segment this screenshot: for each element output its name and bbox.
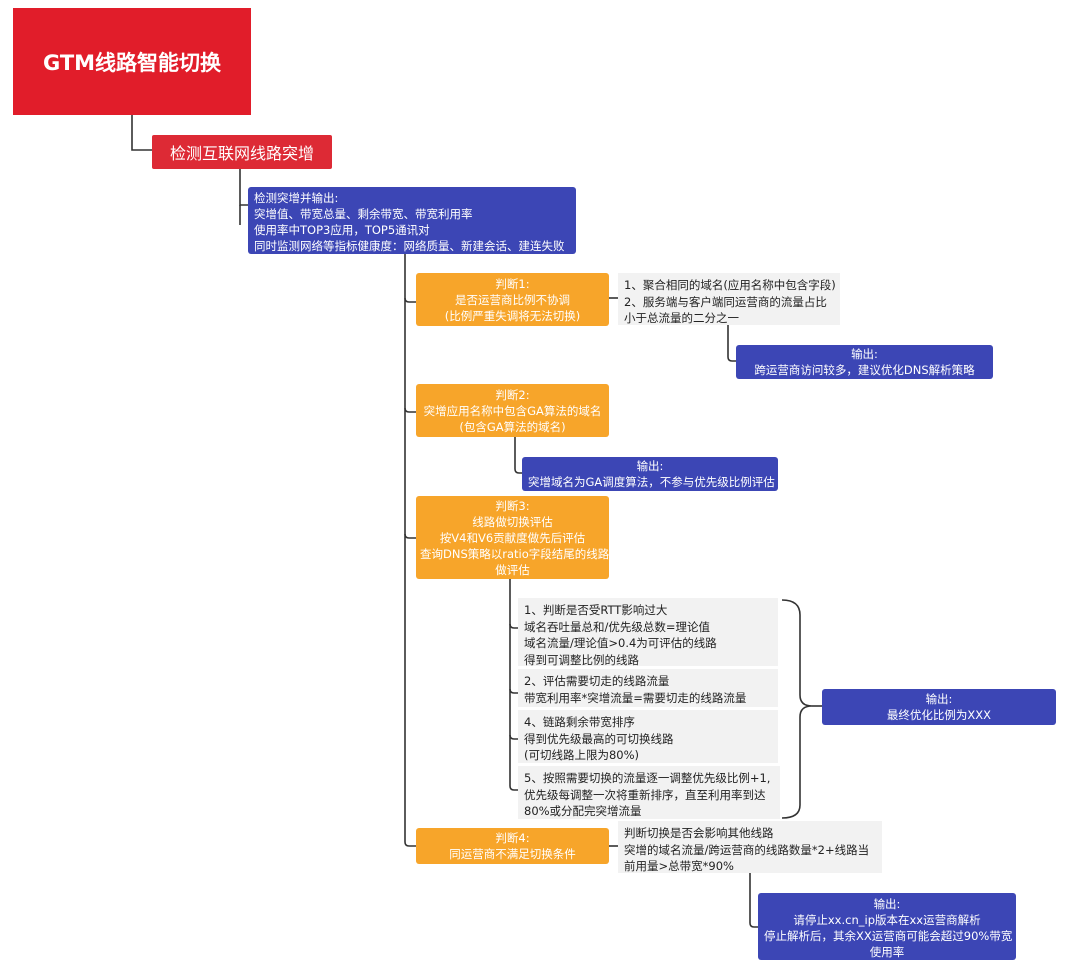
- judge3-output-line: 最终优化比例为XXX: [886, 708, 992, 722]
- judge3-step1-line: 域名吞吐量总和/优先级总数=理论值: [524, 619, 711, 634]
- branch-title: 检测互联网线路突增: [169, 144, 314, 163]
- judge2-output-line: 突增域名为GA调度算法，不参与优先级比例评估: [528, 475, 775, 489]
- judge2-line: (包含GA算法的域名): [459, 420, 566, 434]
- root-node[interactable]: GTM线路智能切换: [13, 8, 251, 115]
- judge1-note-line: 2、服务端与客户端同运营商的流量占比: [624, 294, 827, 309]
- judge1-note-line: 1、聚合相同的域名(应用名称中包含字段): [624, 278, 836, 292]
- judge1-node[interactable]: 判断1: 是否运营商比例不协调 (比例严重失调将无法切换): [416, 273, 609, 326]
- detect-line: 检测突增并输出:: [254, 191, 339, 205]
- connector-judge3-step3: [509, 689, 518, 740]
- connector-judge3-step2: [509, 624, 518, 694]
- judge2-node[interactable]: 判断2: 突增应用名称中包含GA算法的域名 (包含GA算法的域名): [416, 384, 609, 437]
- judge1-note[interactable]: 1、聚合相同的域名(应用名称中包含字段) 2、服务端与客户端同运营商的流量占比 …: [618, 273, 840, 325]
- judge4-node[interactable]: 判断4: 同运营商不满足切换条件: [416, 828, 609, 864]
- judge2-output-node[interactable]: 输出: 突增域名为GA调度算法，不参与优先级比例评估: [522, 457, 778, 491]
- judge3-step2-line: 带宽利用率*突增流量=需要切走的线路流量: [524, 690, 747, 705]
- judge1-note-line: 小于总流量的二分之一: [624, 311, 739, 325]
- connector-judge3-step1: [509, 579, 518, 629]
- judge3-line: 做评估: [495, 563, 530, 577]
- root-title: GTM线路智能切换: [42, 50, 222, 75]
- judge4-note-line: 突增的域名流量/跨运营商的线路数量*2+线路当: [624, 842, 870, 857]
- branch-node-detect-surge[interactable]: 检测互联网线路突增: [152, 135, 332, 169]
- judge2-output-line: 输出:: [636, 459, 664, 473]
- connector-root-branch: [131, 115, 152, 151]
- judge3-output-line: 输出:: [925, 692, 953, 706]
- judge4-output-node[interactable]: 输出: 请停止xx.cn_ip版本在xx运营商解析 停止解析后，其余XX运营商可…: [758, 893, 1016, 960]
- judge1-line: 判断1:: [495, 277, 530, 291]
- judge3-step3-line: 得到优先级最高的可切换线路: [524, 731, 674, 746]
- judge3-step-3[interactable]: 4、链路剩余带宽排序 得到优先级最高的可切换线路 (可切线路上限为80%): [518, 710, 778, 763]
- judge1-output-node[interactable]: 输出: 跨运营商访问较多，建议优化DNS解析策略: [736, 345, 993, 379]
- judge1-line: (比例严重失调将无法切换): [444, 309, 581, 323]
- judge3-line: 线路做切换评估: [472, 515, 553, 529]
- judge3-step1-line: 域名流量/理论值>0.4为可评估的线路: [524, 636, 717, 650]
- judge4-line: 同运营商不满足切换条件: [449, 847, 576, 861]
- judge3-line: 查询DNS策略以ratio字段结尾的线路: [420, 547, 610, 561]
- judge4-output-line: 输出:: [873, 897, 901, 911]
- connector-judge2-output: [514, 437, 522, 474]
- judge3-step2-line: 2、评估需要切走的线路流量: [524, 674, 670, 688]
- judge4-note[interactable]: 判断切换是否会影响其他线路 突增的域名流量/跨运营商的线路数量*2+线路当 前用…: [618, 821, 882, 873]
- judge4-output-line: 使用率: [869, 945, 905, 959]
- judge2-line: 突增应用名称中包含GA算法的域名: [423, 404, 602, 418]
- judge4-line: 判断4:: [495, 831, 530, 845]
- connector-judge3: [404, 408, 416, 539]
- judge3-step4-line: 80%或分配完突增流量: [524, 804, 642, 818]
- judge4-note-line: 前用量>总带宽*90%: [624, 859, 734, 873]
- connector-judge3-step4: [509, 735, 518, 791]
- judge3-step-4[interactable]: 5、按照需要切换的流量逐一调整优先级比例+1, 优先级每调整一次将重新排序，直至…: [518, 766, 780, 819]
- judge3-step3-line: (可切线路上限为80%): [524, 748, 640, 762]
- judge3-step4-line: 优先级每调整一次将重新排序，直至利用率到达: [524, 787, 766, 802]
- detect-line: 突增值、带宽总量、剩余带宽、带宽利用率: [254, 207, 473, 221]
- connector-note1-output: [727, 325, 736, 362]
- judge3-node[interactable]: 判断3: 线路做切换评估 按V4和V6贡献度做先后评估 查询DNS策略以rati…: [416, 496, 609, 579]
- judge3-step-1[interactable]: 1、判断是否受RTT影响过大 域名吞吐量总和/优先级总数=理论值 域名流量/理论…: [518, 598, 778, 667]
- connector-judge1: [404, 254, 416, 303]
- connector-branch-detect: [239, 169, 248, 206]
- connector-judge4: [404, 534, 416, 847]
- judge4-note-line: 判断切换是否会影响其他线路: [624, 826, 774, 840]
- judge1-output-line: 输出:: [851, 347, 878, 361]
- judge3-step1-line: 得到可调整比例的线路: [524, 652, 639, 667]
- judge4-output-line: 请停止xx.cn_ip版本在xx运营商解析: [793, 913, 981, 927]
- summary-brace: [781, 599, 813, 819]
- connector-judge2: [404, 298, 416, 413]
- detect-output-node[interactable]: 检测突增并输出: 突增值、带宽总量、剩余带宽、带宽利用率 使用率中TOP3应用，…: [248, 187, 576, 254]
- judge4-output-line: 停止解析后，其余XX运营商可能会超过90%带宽: [764, 929, 1013, 943]
- judge3-step-2[interactable]: 2、评估需要切走的线路流量 带宽利用率*突增流量=需要切走的线路流量: [518, 669, 778, 707]
- judge1-output-line: 跨运营商访问较多，建议优化DNS解析策略: [754, 363, 975, 377]
- judge3-output-node[interactable]: 输出: 最终优化比例为XXX: [822, 689, 1056, 725]
- detect-line: 同时监测网络等指标健康度：网络质量、新建会话、建连失败: [254, 239, 565, 253]
- detect-line: 使用率中TOP3应用，TOP5通讯对: [254, 223, 430, 237]
- judge3-line: 判断3:: [495, 499, 530, 513]
- judge2-line: 判断2:: [495, 388, 530, 402]
- connector-note4-output: [749, 873, 758, 928]
- judge3-step1-line: 1、判断是否受RTT影响过大: [524, 603, 668, 617]
- judge3-step4-line: 5、按照需要切换的流量逐一调整优先级比例+1,: [524, 771, 771, 785]
- judge3-line: 按V4和V6贡献度做先后评估: [439, 531, 586, 545]
- judge1-line: 是否运营商比例不协调: [455, 293, 570, 307]
- judge3-step3-line: 4、链路剩余带宽排序: [524, 715, 635, 729]
